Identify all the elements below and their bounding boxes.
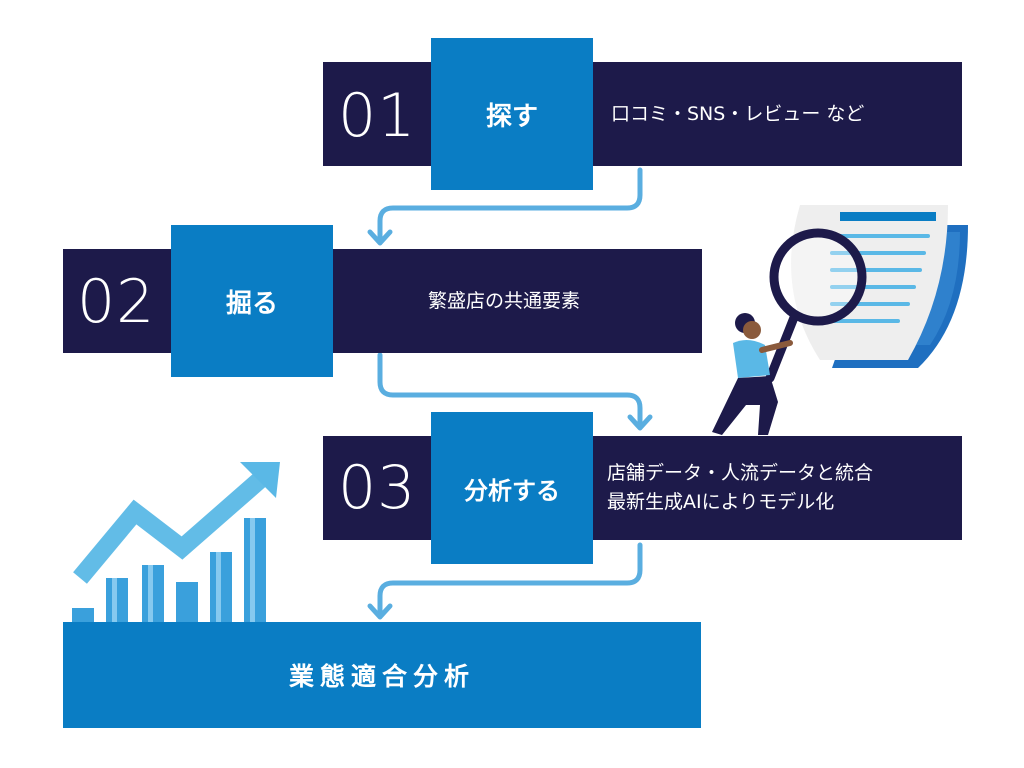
step-02-bar <box>63 249 702 353</box>
step-02-description: 繁盛店の共通要素 <box>428 249 580 353</box>
step-01-title: 探す <box>431 38 593 190</box>
step-01-description: 口コミ・SNS・レビュー など <box>611 62 864 166</box>
step-03-bar <box>323 436 962 540</box>
step-02-number: 02 <box>77 267 156 337</box>
step-03-description-line-2: 最新生成AIによりモデル化 <box>607 491 835 513</box>
trend-arrow-icon <box>73 462 280 584</box>
step-03-title: 分析する <box>431 412 593 564</box>
step-01-number: 01 <box>338 81 417 151</box>
arrow-03-to-result <box>377 542 643 617</box>
arrow-02-to-03 <box>377 352 643 428</box>
step-02-description-line: 繁盛店の共通要素 <box>428 289 581 312</box>
person-figure <box>712 313 793 435</box>
step-02-title: 掘る <box>171 225 333 377</box>
step-03-description: 店舗データ・人流データと統合 最新生成AIによりモデル化 <box>607 436 873 540</box>
step-03-description-line-1: 店舗データ・人流データと統合 <box>607 461 874 484</box>
arrow-01-to-02 <box>377 167 643 243</box>
result-bar: 業態適合分析 <box>63 622 701 728</box>
step-01-bar <box>323 62 962 166</box>
chart-bars <box>72 518 266 622</box>
step-03-number: 03 <box>338 453 417 523</box>
step-01-description-line: 口コミ・SNS・レビュー など <box>611 102 865 125</box>
